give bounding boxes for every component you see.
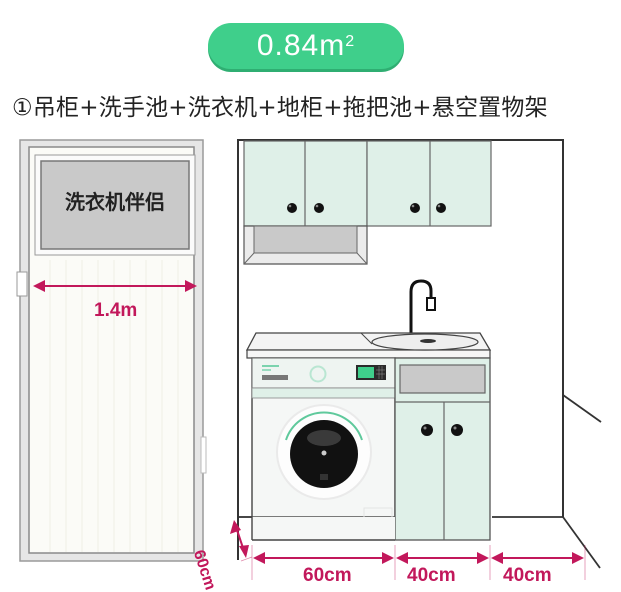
companion-cabinet-panel bbox=[16, 139, 207, 562]
wall-cabinets bbox=[243, 140, 492, 227]
floating-shelf bbox=[243, 225, 368, 265]
laundry-layout-diagram bbox=[16, 139, 602, 580]
washer-width-label: 60cm bbox=[303, 565, 352, 586]
base-cabinet bbox=[394, 357, 491, 541]
dimension-lines bbox=[230, 520, 586, 580]
faucet bbox=[409, 279, 436, 334]
companion-cabinet-label: 洗衣机伴侣 bbox=[65, 190, 165, 214]
layout-subtitle: ①吊柜+洗手池+洗衣机+地柜+拖把池+悬空置物架 bbox=[12, 95, 548, 121]
countertop bbox=[245, 332, 492, 359]
cabinet-width-label: 40cm bbox=[407, 565, 456, 586]
width-dimension-label: 1.4m bbox=[94, 300, 138, 321]
area-unit-superscript: 2 bbox=[345, 33, 356, 50]
area-value: 0.84m bbox=[256, 29, 346, 62]
washing-machine bbox=[251, 357, 396, 526]
gap-width-label: 40cm bbox=[503, 565, 552, 586]
front-elevation bbox=[230, 139, 602, 580]
